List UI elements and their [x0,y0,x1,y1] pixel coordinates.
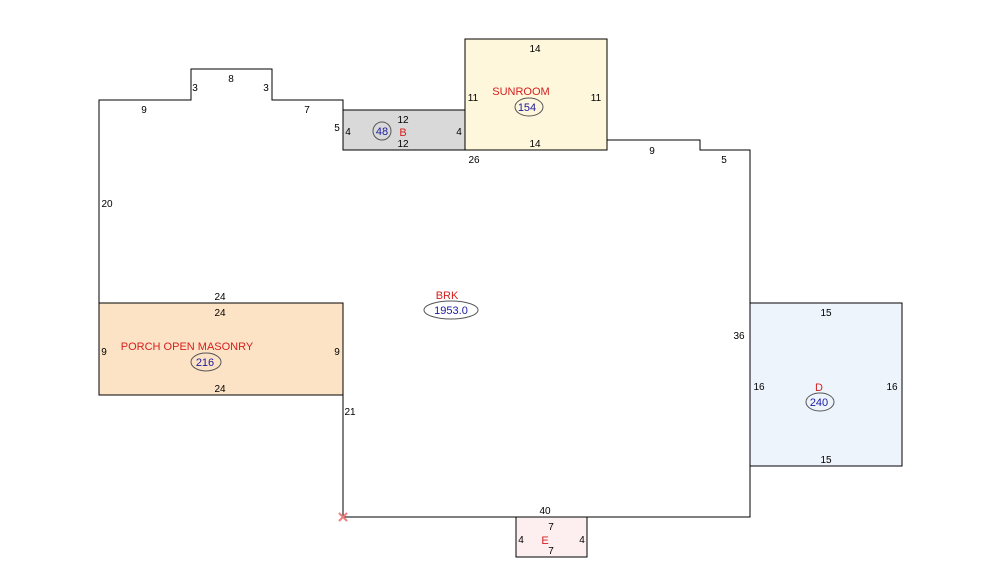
main-dim-right-step: 5 [721,155,727,166]
main-dim-b-left: 5 [334,123,340,134]
d-area-value: 240 [810,397,828,409]
porch-dim-left: 9 [101,347,107,358]
d-title: D [815,382,823,394]
porch-area-ellipse [190,352,222,372]
main-dim-step-right: 3 [263,83,269,94]
main-dim-top-mid: 7 [304,105,310,116]
start-point-marker [338,512,348,522]
main-dim-sunroom-bottom: 26 [468,155,480,166]
sunroom-dim-top: 14 [529,44,541,55]
sunroom-area-ellipse [514,97,544,117]
main-area-value: 1953.0 [434,305,468,317]
porch-area-value: 216 [196,357,214,369]
b-dim-right: 4 [456,127,462,138]
main-dim-top-left: 9 [141,105,147,116]
porch-dim-right: 9 [334,347,340,358]
b-area-ellipse [372,121,392,141]
sunroom-dim-bottom: 14 [529,139,541,150]
main-dim-step-left: 3 [192,83,198,94]
sunroom-area-value: 154 [518,102,536,114]
d-dim-bottom: 15 [820,455,832,466]
b-title: B [399,127,406,139]
main-dim-step-top: 8 [228,74,234,85]
section-b-area[interactable] [342,109,466,151]
section-e-area[interactable] [515,516,588,558]
e-title: E [541,535,548,547]
main-dim-right-side: 36 [733,331,745,342]
main-area-ellipse [423,300,479,320]
porch-dim-bottom: 24 [214,384,226,395]
porch-dim-top-outer: 24 [214,292,226,303]
b-dim-bottom: 12 [397,139,409,150]
sunroom-dim-left: 11 [468,93,479,104]
sunroom-dim-right: 11 [591,93,602,104]
e-dim-right: 4 [579,535,585,546]
b-dim-left: 4 [345,127,351,138]
d-dim-left: 16 [753,382,765,393]
e-dim-bottom: 7 [548,546,554,557]
main-dim-porch-below: 21 [344,407,356,418]
sunroom-title: SUNROOM [492,86,549,98]
d-dim-right: 16 [886,382,898,393]
main-building-title: BRK [436,290,459,302]
sunroom-area[interactable] [464,38,608,151]
porch-open-masonry-area[interactable] [98,302,344,396]
main-dim-left-side: 20 [101,199,113,210]
porch-title: PORCH OPEN MASONRY [121,341,254,353]
e-dim-left: 4 [518,535,524,546]
section-d-area[interactable] [749,302,903,467]
main-dim-bottom: 40 [539,506,551,517]
d-dim-top: 15 [820,308,832,319]
b-area-value: 48 [376,126,388,138]
b-dim-top: 12 [397,115,409,126]
porch-dim-top: 24 [214,308,226,319]
d-area-ellipse [805,392,835,412]
main-dim-right-top: 9 [649,146,655,157]
e-dim-top: 7 [548,522,554,533]
